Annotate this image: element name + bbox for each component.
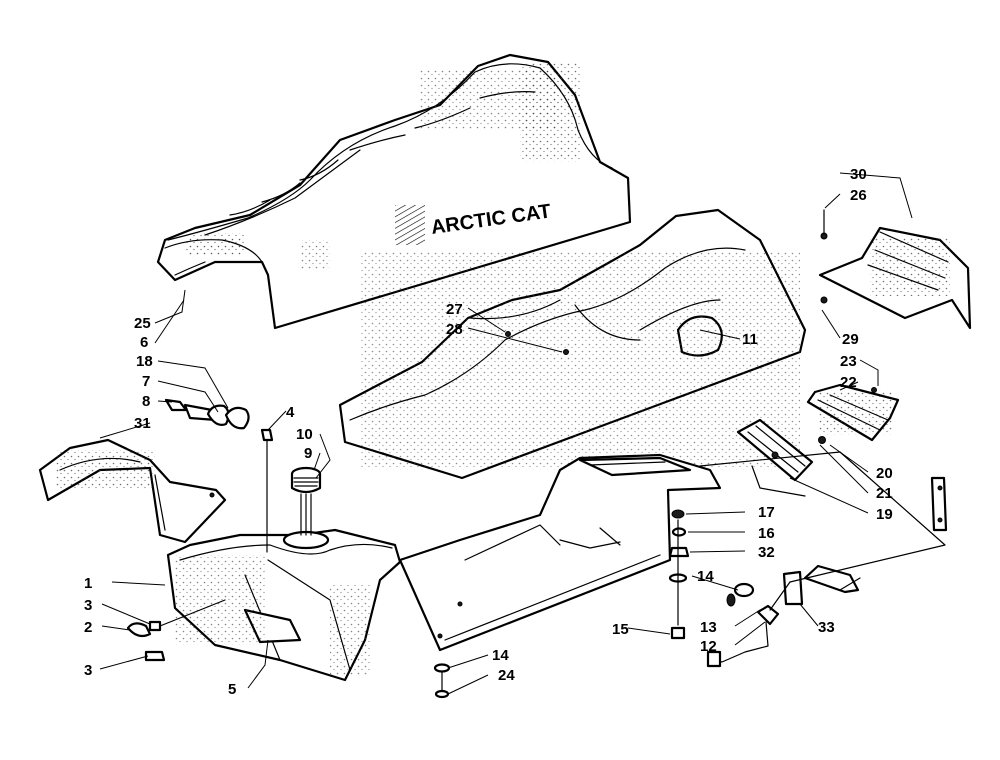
callout-27: 27 [446, 301, 463, 318]
hole-icon [937, 485, 943, 491]
washer-icon [820, 296, 828, 304]
callout-7: 7 [142, 373, 150, 390]
socket-icon [818, 436, 826, 444]
callout-24: 24 [498, 667, 515, 684]
rivet-icon [437, 633, 443, 639]
callout-32: 32 [758, 544, 775, 561]
callout-2: 2 [84, 619, 92, 636]
callout-14-lower: 14 [492, 647, 509, 664]
callout-9: 9 [304, 445, 312, 462]
bolt-4-icon [260, 428, 274, 442]
fuel-cap [290, 466, 322, 536]
callout-5: 5 [228, 681, 236, 698]
seat-foam [338, 208, 807, 480]
callout-15: 15 [612, 621, 629, 638]
callout-6: 6 [140, 334, 148, 351]
callout-31: 31 [134, 415, 151, 432]
bulb-icon [771, 451, 779, 459]
callout-28: 28 [446, 321, 463, 338]
callout-19: 19 [876, 506, 893, 523]
callout-13: 13 [700, 619, 717, 636]
seat-cover: ARCTIC CAT [156, 53, 632, 330]
logo-stripes [395, 205, 425, 245]
callout-12: 12 [700, 638, 717, 655]
callout-11: 11 [742, 331, 758, 348]
wiring [699, 451, 946, 611]
callout-33: 33 [818, 619, 835, 636]
switch-icon [756, 604, 780, 626]
callout-17: 17 [758, 504, 775, 521]
spacer-icon [668, 546, 690, 558]
screw-icon [434, 689, 450, 699]
harness-clip-icon [803, 564, 860, 594]
callout-23: 23 [840, 353, 857, 370]
grab-handle [38, 438, 227, 544]
callout-3-upper: 3 [84, 597, 92, 614]
callout-14-right: 14 [697, 568, 714, 585]
connector-icon [706, 650, 722, 668]
bolt-15-icon [670, 626, 686, 640]
callout-26: 26 [850, 187, 867, 204]
taillight-bracket [818, 209, 972, 330]
callout-29: 29 [842, 331, 859, 348]
callout-1: 1 [84, 575, 92, 592]
nut-icon [671, 509, 685, 519]
callout-25: 25 [134, 315, 151, 332]
bracket-33-icon [782, 570, 804, 606]
nut-icon [726, 593, 736, 607]
callout-labels: 1 2 3 3 4 5 6 7 8 9 10 11 12 13 14 14 15… [84, 166, 893, 698]
callout-16: 16 [758, 525, 775, 542]
mount-bracket-icon [930, 476, 948, 532]
screw-icon [871, 387, 877, 393]
grommet-icon [733, 582, 755, 598]
foam-hole [563, 349, 569, 355]
callout-8: 8 [142, 393, 150, 410]
callout-4: 4 [286, 404, 295, 421]
callout-20: 20 [876, 465, 893, 482]
clamp-icon [148, 620, 162, 632]
callout-3-lower: 3 [84, 662, 92, 679]
hardware [126, 387, 948, 699]
foam-hole [505, 331, 511, 337]
taillight-assembly [736, 383, 900, 497]
hole-icon [937, 517, 943, 523]
callout-18: 18 [136, 353, 153, 370]
callout-30: 30 [850, 166, 867, 183]
callout-10: 10 [296, 426, 313, 443]
vent-fitting-icon [126, 622, 152, 638]
washer-icon [433, 663, 451, 673]
seat-base [398, 453, 722, 652]
callout-22: 22 [840, 374, 857, 391]
rivet-icon [457, 601, 463, 607]
clamp-icon [144, 650, 166, 662]
washer-icon [671, 527, 687, 537]
latch-cam-icon [224, 406, 250, 430]
leader-lines [99, 172, 913, 695]
screw-icon [209, 492, 215, 498]
callout-21: 21 [876, 485, 893, 502]
fuel-tank [166, 528, 402, 682]
